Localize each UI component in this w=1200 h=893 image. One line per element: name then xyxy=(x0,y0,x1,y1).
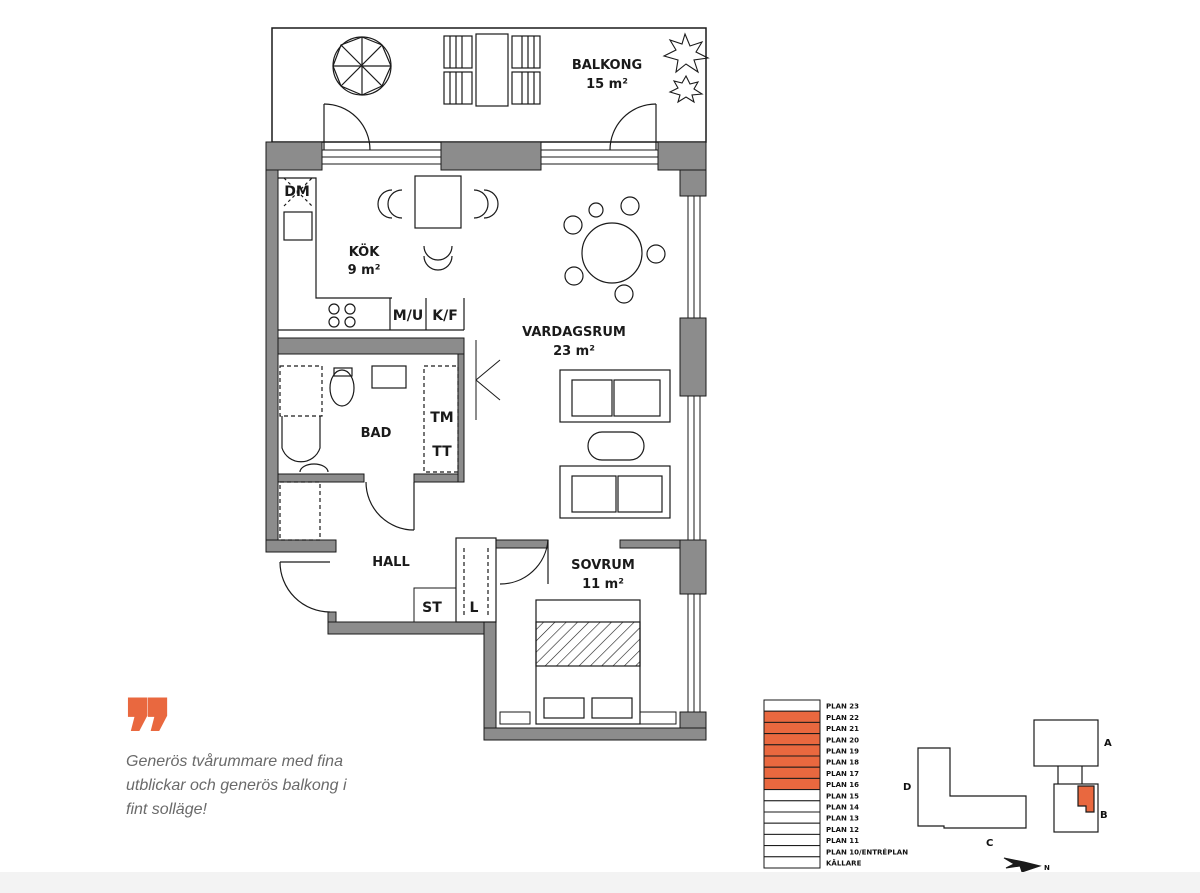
microwave-label: M/U xyxy=(393,308,423,324)
floor-bar xyxy=(763,744,821,757)
building-a-label: A xyxy=(1104,738,1112,749)
north-arrow-icon xyxy=(1003,857,1042,873)
bath-door xyxy=(365,481,415,531)
balcony-doors xyxy=(323,103,657,151)
dining-table-icon xyxy=(563,196,666,304)
balcony: BALKONG 15 m² xyxy=(271,27,710,143)
building-a xyxy=(1033,719,1099,767)
floor-bar xyxy=(763,800,821,813)
floor-label: PLAN 12 xyxy=(826,826,859,834)
hall-name: HALL xyxy=(372,555,410,570)
floor-bar xyxy=(763,822,821,835)
floor-label: PLAN 21 xyxy=(826,725,859,733)
quote-line-2: utblickar och generös balkong i xyxy=(126,777,347,794)
floor-bar xyxy=(763,777,821,791)
floor-label: PLAN 13 xyxy=(826,815,859,823)
bedroom-door xyxy=(499,539,549,585)
floor-bar xyxy=(763,856,821,869)
living-name: VARDAGSRUM xyxy=(522,325,626,340)
balcony-name: BALKONG xyxy=(572,58,642,73)
floor-bar xyxy=(763,833,821,847)
quote-line-1: Generös tvårummare med fina xyxy=(126,753,343,770)
balcony-area: 15 m² xyxy=(586,77,628,92)
floor-bar xyxy=(763,845,821,858)
interior-walls xyxy=(277,337,681,623)
building-cd xyxy=(917,747,1027,829)
floor-label: PLAN 23 xyxy=(826,703,859,711)
fridge-label: K/F xyxy=(432,308,458,324)
floor-bar xyxy=(763,733,821,746)
floor-label: PLAN 16 xyxy=(826,781,859,789)
dryer-label: TT xyxy=(432,444,452,460)
floor-label: PLAN 11 xyxy=(826,837,859,845)
washer-label: TM xyxy=(430,410,453,426)
linen-label: L xyxy=(470,600,479,616)
quote-text: Generös tvårummare med fina utblickar oc… xyxy=(126,750,406,822)
building-b-label: B xyxy=(1100,810,1108,821)
quote-line-3: fint solläge! xyxy=(126,801,207,818)
floor-bar xyxy=(763,699,821,712)
sofa-icon xyxy=(559,369,671,519)
floor-label: PLAN 20 xyxy=(826,736,859,744)
building-b-highlight xyxy=(1077,785,1095,813)
bedroom-area: 11 m² xyxy=(582,577,624,592)
kitchen-area: 9 m² xyxy=(348,263,381,278)
floor-label: PLAN 15 xyxy=(826,792,859,800)
floor-label: KÄLLARE xyxy=(826,859,862,868)
quote-mark-icon: ❞ xyxy=(124,688,174,748)
floor-stack: PLAN 23 PLAN 22 PLAN 21 PLAN 20 PLAN 19 PLAN … xyxy=(763,699,908,869)
bathroom-fixtures xyxy=(279,365,459,473)
floor-label: PLAN 17 xyxy=(826,770,859,778)
building-d-label: D xyxy=(903,782,911,793)
floor-label: PLAN 22 xyxy=(826,714,859,722)
bath-name: BAD xyxy=(361,426,392,441)
bedroom-name: SOVRUM xyxy=(571,558,635,573)
kitchen-counters xyxy=(278,177,465,331)
building-c-label: C xyxy=(986,838,993,849)
floor-bar xyxy=(763,766,821,779)
floor-label: PLAN 19 xyxy=(826,748,859,756)
floor-label: PLAN 18 xyxy=(826,759,859,767)
windows xyxy=(321,149,701,725)
footer-band xyxy=(0,872,1200,893)
dishwasher-label: DM xyxy=(284,184,310,200)
floor-bar xyxy=(763,755,821,768)
umbrella-icon xyxy=(332,36,392,96)
floor-label: PLAN 14 xyxy=(826,804,859,812)
floor-bar xyxy=(763,710,821,723)
kitchen-name: KÖK xyxy=(349,244,381,260)
site-plan xyxy=(917,719,1099,833)
bed-icon xyxy=(535,599,641,725)
floor-label: PLAN 10/ENTRÉPLAN xyxy=(826,847,908,856)
north-label: N xyxy=(1044,864,1050,872)
hall-fixtures xyxy=(279,481,497,623)
floor-bar xyxy=(763,721,821,735)
balcony-table-icon xyxy=(443,33,541,107)
plant-icon xyxy=(662,32,710,104)
living-door xyxy=(475,340,501,420)
exterior-walls xyxy=(265,141,707,741)
living-area: 23 m² xyxy=(553,344,595,359)
storage-label: ST xyxy=(422,600,442,616)
kitchen-table-icon xyxy=(377,175,499,271)
floor-bar xyxy=(763,789,821,802)
floor-bar xyxy=(763,811,821,824)
